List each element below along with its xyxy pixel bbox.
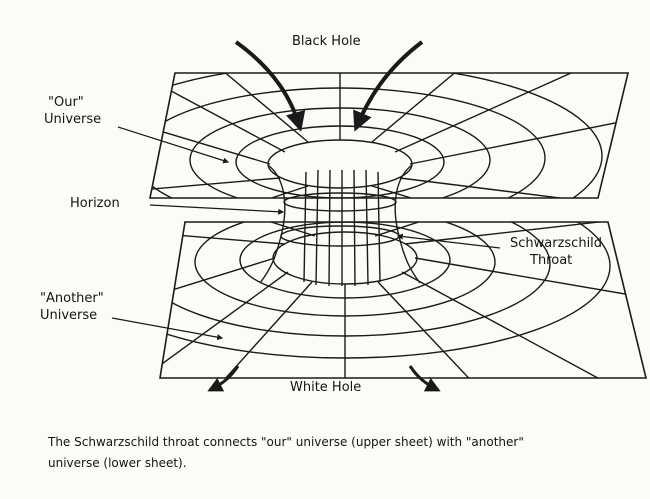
our-universe-label-line2: Universe (44, 112, 101, 128)
our-universe-label-line1: "Our" (48, 95, 84, 111)
white-hole-label: White Hole (290, 380, 361, 396)
caption-line-2: universe (lower sheet). (48, 453, 648, 474)
another-universe-label-line1: "Another" (40, 291, 104, 307)
another-universe-label-line2: Universe (40, 308, 97, 324)
upper-sheet (78, 60, 640, 248)
figure-caption: The Schwarzschild throat connects "our" … (48, 432, 648, 474)
schwarzschild-throat-label-line2: Throat (530, 253, 572, 269)
horizon-label: Horizon (70, 196, 120, 212)
schwarzschild-throat-label-line1: Schwarzschild (510, 236, 602, 252)
black-hole-label: Black Hole (292, 34, 361, 50)
caption-line-1: The Schwarzschild throat connects "our" … (48, 432, 648, 453)
